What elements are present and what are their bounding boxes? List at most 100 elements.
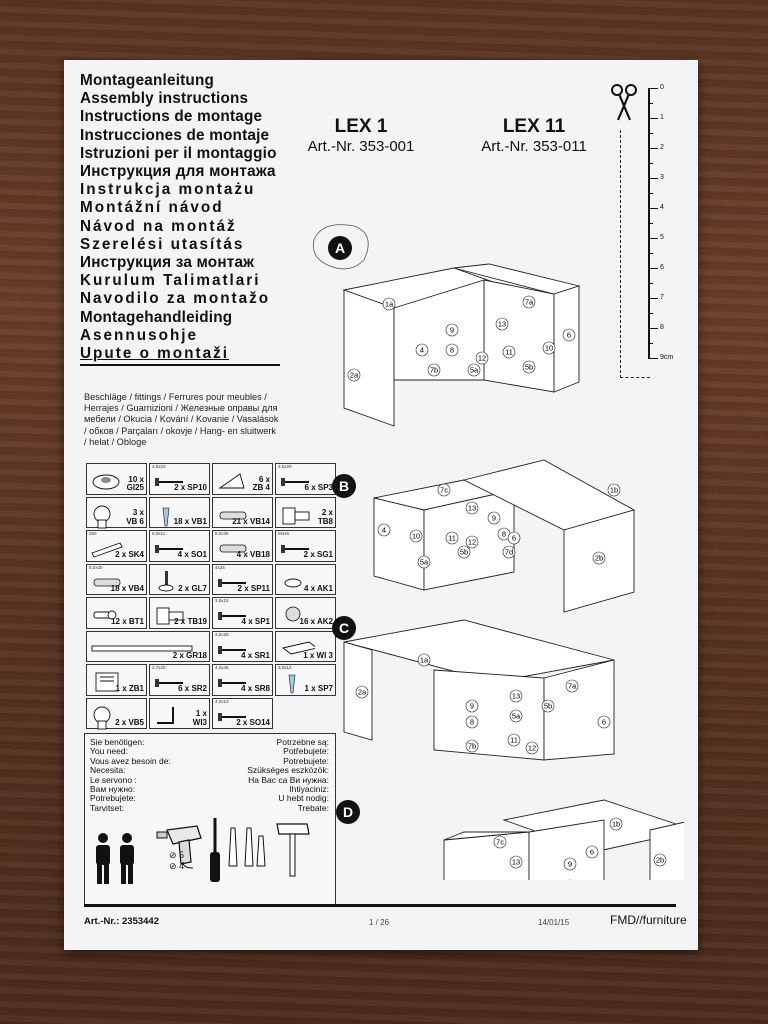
- svg-text:7a: 7a: [568, 682, 577, 691]
- part-label: 12: [525, 741, 539, 755]
- fitting-quantity: 6 x SP3: [304, 483, 333, 492]
- part-label: 7a: [565, 679, 579, 693]
- screw-icon: [218, 645, 246, 654]
- cabinet-left: [393, 279, 485, 381]
- title-line: Instrukcja montażu: [80, 181, 256, 199]
- part-label: 7a: [522, 295, 536, 309]
- part-label: 10: [542, 341, 556, 355]
- cut-line-bottom: [620, 377, 650, 378]
- svg-text:C: C: [339, 620, 349, 636]
- cabinet-right: [528, 819, 605, 880]
- svg-text:10: 10: [545, 344, 553, 353]
- need-label: U hebt nodig:: [278, 793, 329, 804]
- hammer-icon: [276, 823, 310, 877]
- fitting-6-x-zb-4: 6 x ZB 4: [212, 463, 273, 495]
- disc-icon: [92, 474, 120, 490]
- need-label: Necesita:: [90, 765, 126, 776]
- title-line: Montageanleitung: [80, 72, 215, 89]
- title-underline: [80, 364, 280, 366]
- screwdriver-icon: [210, 818, 220, 882]
- part-label: 5a: [417, 555, 431, 569]
- title-line: Инструкция за монтаж: [80, 254, 255, 272]
- svg-text:D: D: [343, 804, 353, 820]
- fitting-6-x-sr2: 2,7x20 6 x SR2: [149, 664, 210, 696]
- fitting-2-x-tb8: 2 x TB8: [275, 496, 336, 528]
- dowel-icon: [219, 511, 247, 519]
- ruler-label: 4: [660, 204, 664, 211]
- part-label: 1b: [607, 483, 621, 497]
- fitting-quantity: 2 x SK4: [115, 550, 144, 559]
- fitting-4-x-sr8: 4,0x45 4 x SR8: [212, 664, 273, 696]
- fitting-quantity: 18 x VB1: [173, 516, 207, 526]
- footer-date: 14/01/15: [538, 918, 570, 927]
- part-label: 4: [377, 523, 391, 537]
- page-number: 1 / 26: [369, 918, 390, 927]
- fitting-quantity: 4 x SR8: [241, 684, 270, 693]
- screw-icon: [281, 478, 309, 486]
- fitting-quantity: 2 x SG1: [303, 550, 333, 559]
- scissors-icon: [611, 84, 637, 121]
- part-label: 6: [597, 715, 611, 729]
- part-label: 8: [465, 715, 479, 729]
- screw-icon: [218, 712, 246, 721]
- svg-text:9: 9: [470, 702, 474, 711]
- you-need-right-list: Potrzebne są:Potřebujete:Potrebujete:Szü…: [247, 737, 329, 813]
- part-label: 6: [562, 328, 576, 342]
- fitting-21-x-vb14: 21 x VB14: [212, 496, 273, 528]
- fitting-dimension: 8,0x30: [89, 564, 103, 570]
- title-line: Navodilo za montažo: [80, 290, 271, 308]
- title-line: Assembly instructions: [80, 90, 249, 108]
- pin-icon: [288, 674, 296, 694]
- screw-icon: [218, 612, 246, 620]
- title-line: Montagehandleiding: [80, 308, 233, 326]
- brand-logo: FMD//furniture: [610, 913, 687, 927]
- part-label: 1a: [417, 653, 431, 667]
- step-badge: A: [328, 236, 352, 260]
- fitting-2-x-sg1: M4x6 2 x SG1: [275, 530, 336, 562]
- svg-text:7a: 7a: [525, 298, 534, 307]
- part-label: 5b: [541, 699, 555, 713]
- need-label: Potřebujete:: [283, 746, 329, 757]
- fitting-quantity: 3 x VB 6: [126, 508, 144, 526]
- fitting-quantity: 4 x SR1: [241, 650, 270, 660]
- svg-text:6: 6: [602, 718, 606, 727]
- fitting-16-x-ak2: 16 x AK2: [275, 597, 336, 629]
- svg-text:12: 12: [528, 744, 536, 753]
- cabinet-right: [543, 659, 615, 761]
- fitting-quantity: 2 x SO14: [236, 717, 270, 727]
- ruler-label: 9cm: [660, 354, 674, 361]
- svg-text:4: 4: [420, 346, 424, 355]
- fitting-quantity: 2 x SP10: [174, 483, 207, 492]
- screwdriver-bits-icon: [228, 827, 266, 867]
- svg-text:6: 6: [512, 534, 516, 543]
- part-label: 1b: [609, 817, 623, 831]
- fitting-dimension: 4,0x13: [215, 698, 229, 704]
- fitting-quantity: 21 x VB14: [232, 516, 270, 526]
- model-lex-11: LEX 11 Art.-Nr. 353-011: [464, 116, 604, 156]
- drill-icon: [156, 825, 202, 869]
- bar-icon: [91, 645, 193, 651]
- fitting-4-x-vb18: 8,0x35 4 x VB18: [212, 530, 273, 562]
- cabinet-top: [443, 831, 530, 841]
- svg-text:8: 8: [470, 718, 474, 727]
- svg-text:5a: 5a: [420, 558, 429, 567]
- fitting-quantity: 4 x AK1: [303, 583, 333, 593]
- fitting-quantity: 2 x SP11: [237, 583, 270, 593]
- fitting-quantity: 16 x AK2: [299, 617, 334, 626]
- screw-icon: [218, 578, 246, 587]
- need-label: Potrzebne są:: [276, 737, 329, 747]
- fitting-quantity: 10 x GI25: [126, 474, 144, 492]
- part-label: 2a: [355, 685, 369, 699]
- ruler-label: 0: [660, 84, 664, 91]
- fitting-quantity: 2 x TB19: [174, 617, 207, 626]
- ruler-label: 6: [660, 264, 664, 271]
- part-label: 4: [415, 343, 429, 357]
- ruler-label: 8: [660, 324, 664, 331]
- ruler-label: 3: [660, 174, 664, 181]
- need-label: Szükséges eszközök:: [247, 765, 329, 776]
- dowel-icon: [219, 544, 247, 553]
- part-label: 12: [465, 535, 479, 549]
- cam-icon: [93, 505, 111, 528]
